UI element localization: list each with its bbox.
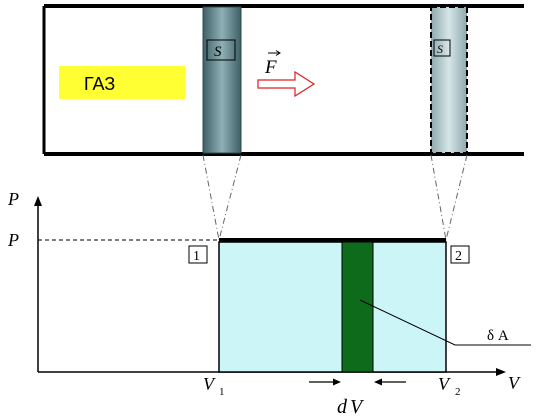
piston-initial xyxy=(202,6,242,154)
gas-label: ГАЗ xyxy=(84,74,115,94)
work-area xyxy=(218,241,447,373)
v2-subscript: 2 xyxy=(455,386,461,398)
dv-right-arrow-icon xyxy=(374,378,382,386)
p-level-label: P xyxy=(7,230,19,250)
piston-label-1-box xyxy=(206,39,236,61)
v1-label: V xyxy=(203,374,216,394)
piston-label-2: S xyxy=(437,42,443,56)
state-2-label: 2 xyxy=(455,249,462,264)
p-axis-label: P xyxy=(7,189,19,209)
pv-graph: P P 1 2 δ A V V 1 V 2 dV xyxy=(7,189,531,418)
v-axis-label: V xyxy=(508,373,521,393)
state-1-box xyxy=(188,245,208,264)
projection-lines xyxy=(202,154,468,241)
p-axis-arrow-icon xyxy=(34,196,42,206)
v1-subscript: 1 xyxy=(219,386,225,398)
dv-arrows xyxy=(309,378,406,386)
work-strip xyxy=(341,241,374,373)
dv-left-arrow-icon xyxy=(333,378,341,386)
v2-label: V xyxy=(438,374,451,394)
state-1-label: 1 xyxy=(193,249,200,264)
piston-final xyxy=(430,6,468,154)
gas-label-box xyxy=(59,66,185,99)
cylinder: ГАЗ S S F xyxy=(42,4,524,156)
work-label: δ A xyxy=(487,328,509,344)
v-axis-arrow-icon xyxy=(496,368,506,376)
dv-label: dV xyxy=(337,396,365,418)
piston-label-2-box xyxy=(433,39,451,57)
force-arrow xyxy=(257,70,316,98)
force-label: F xyxy=(264,57,277,78)
piston-label-1: S xyxy=(214,44,222,60)
force-vector-icon xyxy=(268,50,281,56)
state-2-box xyxy=(450,245,470,264)
work-pointer-line xyxy=(359,299,531,346)
